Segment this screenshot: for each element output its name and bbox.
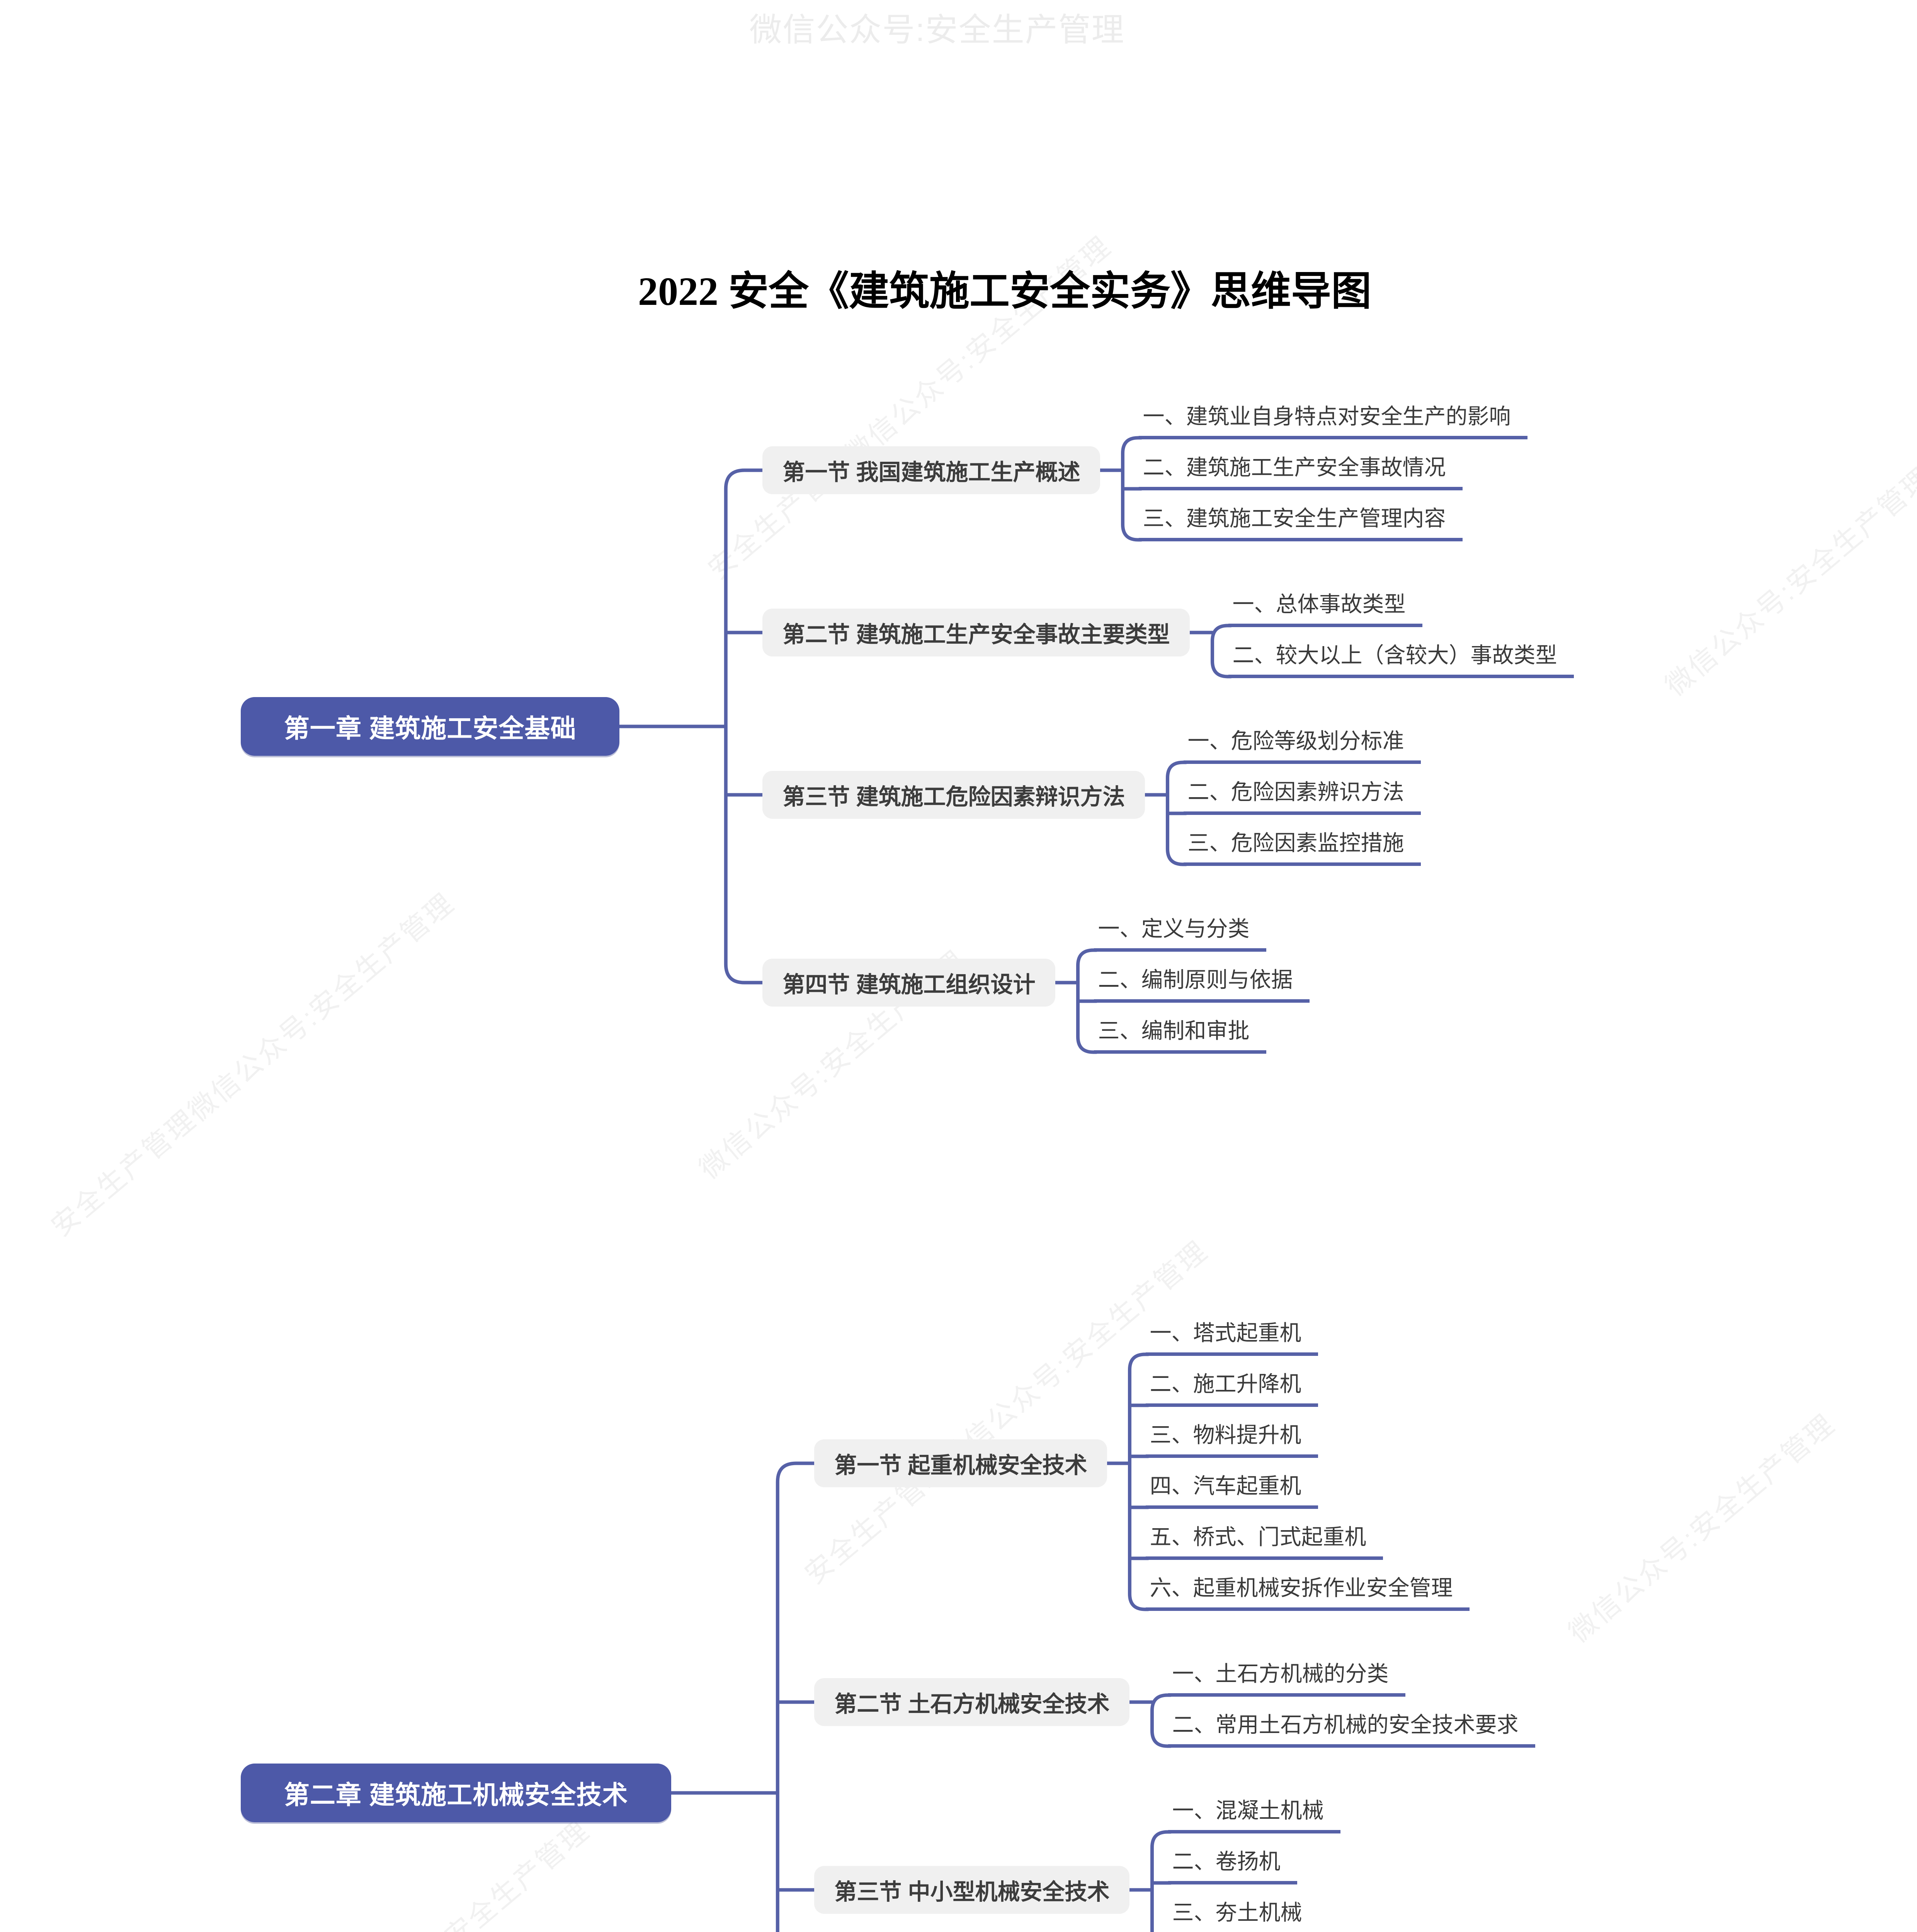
leaf-topic: 一、土石方机械的分类 — [1168, 1656, 1406, 1697]
section-node: 第四节 建筑施工组织设计 — [762, 959, 1056, 1007]
connector-line — [614, 468, 771, 985]
section-row: 第一节 起重机械安全技术一、塔式起重机二、施工升降机三、物料提升机四、汽车起重机… — [814, 1310, 1535, 1616]
leaf-row: 一、定义与分类 — [1094, 906, 1310, 957]
leaf-row: 二、常用土石方机械的安全技术要求 — [1168, 1702, 1536, 1753]
leaf-row: 二、施工升降机 — [1146, 1361, 1470, 1412]
leaf-row: 三、建筑施工安全生产管理内容 — [1139, 496, 1527, 547]
connector-line — [1141, 760, 1188, 866]
leaf-row: 三、夯土机械 — [1168, 1890, 1384, 1932]
leaf-topic: 一、混凝土机械 — [1168, 1793, 1341, 1833]
leaf-topic: 五、桥式、门式起重机 — [1146, 1520, 1383, 1560]
section-row: 第二节 建筑施工生产安全事故主要类型一、总体事故类型二、较大以上（含较大）事故类… — [762, 582, 1574, 684]
watermark-top: 微信公众号:安全生产管理 — [749, 12, 1125, 48]
connector-line — [1125, 1830, 1172, 1932]
leaf-row: 一、建筑业自身特点对安全生产的影响 — [1139, 394, 1528, 445]
chapter-node: 第一章 建筑施工安全基础 — [241, 697, 620, 756]
leaf-topic: 二、施工升降机 — [1146, 1367, 1318, 1407]
chapter-tree-2: 第二章 建筑施工机械安全技术第一节 起重机械安全技术一、塔式起重机二、施工升降机… — [241, 1310, 1536, 1932]
section-row: 第二节 土石方机械安全技术一、土石方机械的分类二、常用土石方机械的安全技术要求 — [814, 1651, 1536, 1753]
leaf-topic: 二、卷扬机 — [1168, 1844, 1298, 1884]
leaves-column: 一、危险等级划分标准二、危险因素辨识方法三、危险因素监控措施 — [1184, 718, 1421, 871]
leaf-topic: 一、总体事故类型 — [1228, 587, 1423, 627]
connector-line — [1051, 948, 1098, 1054]
leaf-topic: 二、危险因素辨识方法 — [1184, 775, 1421, 815]
section-node: 第三节 中小型机械安全技术 — [814, 1866, 1130, 1914]
leaf-topic: 三、编制和审批 — [1094, 1014, 1267, 1054]
leaves-column: 一、建筑业自身特点对安全生产的影响二、建筑施工生产安全事故情况三、建筑施工安全生… — [1139, 394, 1528, 547]
section-node: 第三节 建筑施工危险因素辩识方法 — [762, 771, 1145, 819]
section-node: 第二节 土石方机械安全技术 — [814, 1678, 1130, 1726]
leaf-row: 二、编制原则与依据 — [1094, 957, 1310, 1008]
sections-column: 第一节 我国建筑施工生产概述一、建筑业自身特点对安全生产的影响二、建筑施工生产安… — [762, 394, 1574, 1059]
connector-line — [666, 1461, 822, 1932]
leaf-row: 六、起重机械安拆作业安全管理 — [1146, 1565, 1470, 1616]
leaf-row: 二、建筑施工生产安全事故情况 — [1139, 445, 1527, 496]
leaf-topic: 二、编制原则与依据 — [1094, 963, 1310, 1003]
leaf-topic: 一、塔式起重机 — [1146, 1316, 1318, 1356]
leaf-row: 三、危险因素监控措施 — [1184, 820, 1421, 871]
leaf-topic: 二、常用土石方机械的安全技术要求 — [1168, 1708, 1536, 1748]
leaf-row: 三、编制和审批 — [1094, 1008, 1310, 1059]
leaves-column: 一、定义与分类二、编制原则与依据三、编制和审批 — [1094, 906, 1310, 1059]
leaf-topic: 一、定义与分类 — [1094, 912, 1267, 952]
leaf-row: 一、土石方机械的分类 — [1168, 1651, 1535, 1702]
leaf-topic: 二、较大以上（含较大）事故类型 — [1228, 638, 1574, 678]
leaf-row: 三、物料提升机 — [1146, 1412, 1470, 1463]
leaves-column: 一、总体事故类型二、较大以上（含较大）事故类型 — [1228, 582, 1574, 684]
leaf-row: 一、塔式起重机 — [1146, 1310, 1470, 1361]
leaf-row: 二、危险因素辨识方法 — [1184, 769, 1421, 820]
section-row: 第三节 建筑施工危险因素辩识方法一、危险等级划分标准二、危险因素辨识方法三、危险… — [762, 718, 1574, 871]
section-row: 第四节 建筑施工组织设计一、定义与分类二、编制原则与依据三、编制和审批 — [762, 906, 1574, 1059]
leaf-row: 一、危险等级划分标准 — [1184, 718, 1421, 769]
leaf-topic: 四、汽车起重机 — [1146, 1469, 1318, 1509]
leaf-topic: 三、建筑施工安全生产管理内容 — [1139, 501, 1463, 541]
leaves-column: 一、土石方机械的分类二、常用土石方机械的安全技术要求 — [1168, 1651, 1536, 1753]
sections-column: 第一节 起重机械安全技术一、塔式起重机二、施工升降机三、物料提升机四、汽车起重机… — [814, 1310, 1536, 1932]
connector-line — [1125, 1693, 1172, 1748]
section-node: 第二节 建筑施工生产安全事故主要类型 — [762, 609, 1190, 656]
chapter-node: 第二章 建筑施工机械安全技术 — [241, 1764, 672, 1822]
section-row: 第一节 我国建筑施工生产概述一、建筑业自身特点对安全生产的影响二、建筑施工生产安… — [762, 394, 1574, 547]
leaf-row: 二、卷扬机 — [1168, 1839, 1384, 1890]
leaf-topic: 二、建筑施工生产安全事故情况 — [1139, 450, 1463, 490]
leaf-topic: 六、起重机械安拆作业安全管理 — [1146, 1571, 1470, 1611]
connector-line — [1186, 624, 1233, 679]
section-node: 第一节 我国建筑施工生产概述 — [762, 446, 1101, 494]
leaf-topic: 一、建筑业自身特点对安全生产的影响 — [1139, 399, 1528, 439]
leaves-column: 一、塔式起重机二、施工升降机三、物料提升机四、汽车起重机五、桥式、门式起重机六、… — [1146, 1310, 1470, 1616]
leaf-topic: 一、危险等级划分标准 — [1184, 724, 1421, 764]
leaf-row: 一、总体事故类型 — [1228, 582, 1574, 633]
chapter-tree-1: 第一章 建筑施工安全基础 第一节 我国建筑施工生产概述一、建筑业自身特点对安全生产… — [241, 394, 1574, 1059]
section-node: 第一节 起重机械安全技术 — [814, 1439, 1107, 1487]
leaf-topic: 三、物料提升机 — [1146, 1418, 1318, 1458]
page-title: 2022 安全《建筑施工安全实务》思维导图 — [638, 269, 1372, 314]
leaf-row: 二、较大以上（含较大）事故类型 — [1228, 633, 1574, 684]
connector-line — [1103, 1352, 1150, 1611]
leaf-row: 五、桥式、门式起重机 — [1146, 1514, 1470, 1565]
leaf-topic: 三、夯土机械 — [1168, 1895, 1319, 1932]
leaf-topic: 三、危险因素监控措施 — [1184, 826, 1421, 866]
leaf-row: 一、混凝土机械 — [1168, 1788, 1384, 1839]
connector-line — [1096, 436, 1143, 542]
leaf-row: 四、汽车起重机 — [1146, 1463, 1470, 1514]
